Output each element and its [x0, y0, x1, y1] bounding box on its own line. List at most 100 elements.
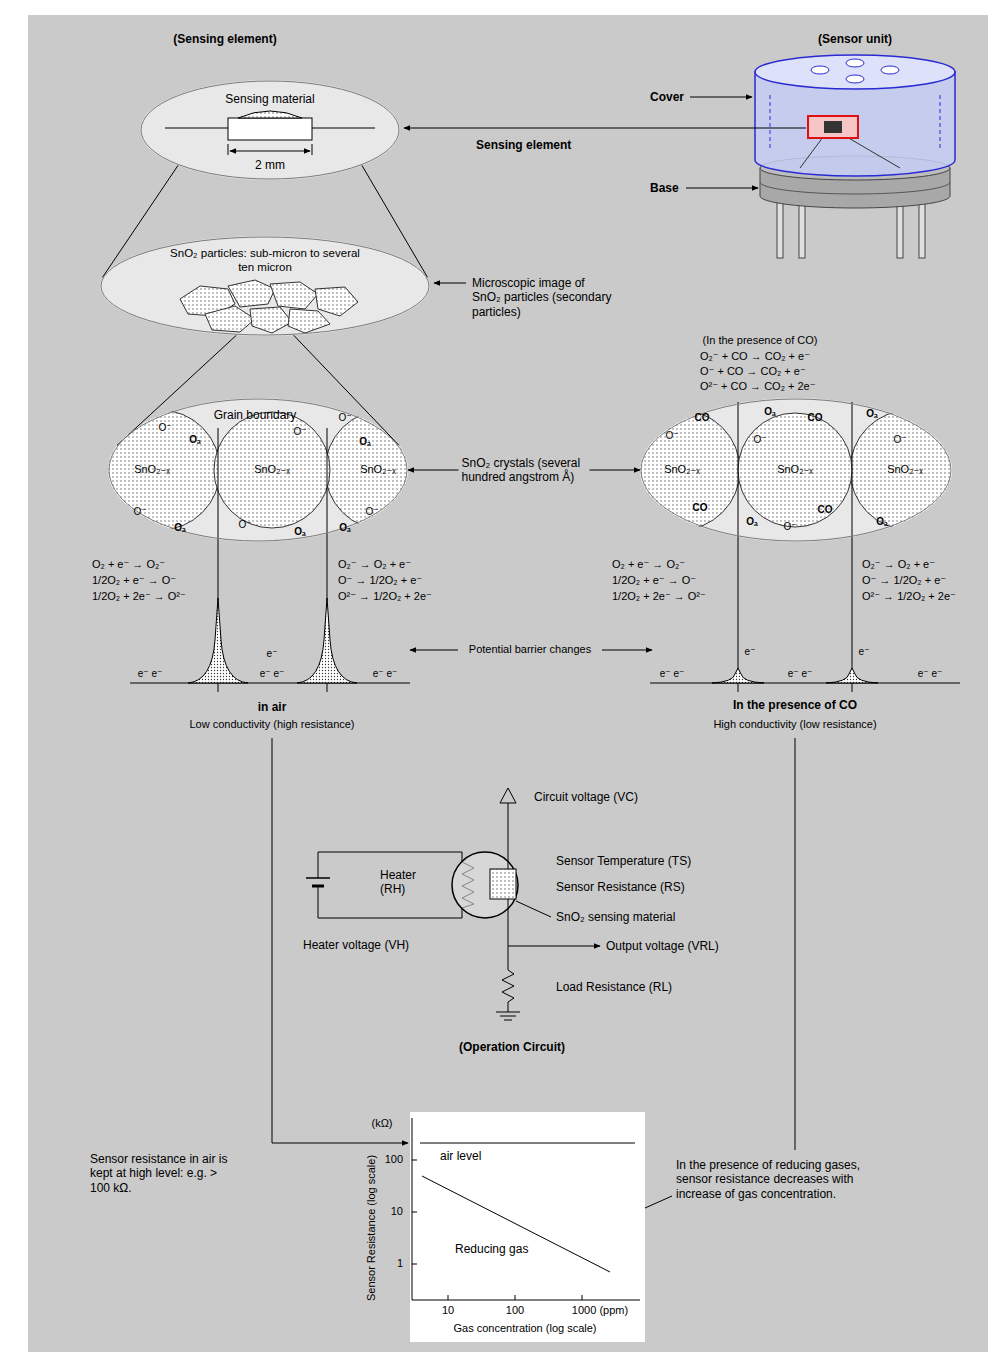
- sensing-element-detail: [165, 128, 228, 129]
- magnified-oval-outline: [101, 237, 429, 335]
- node-text: SnO₂₋ₓ: [360, 463, 396, 476]
- magnify-line: [362, 165, 428, 277]
- pointer-arrow: [404, 97, 806, 650]
- oxygen-symbol: Oₐ: [174, 522, 186, 534]
- resistance-graph: [412, 1300, 640, 1301]
- sensing-element-detail: [312, 128, 375, 129]
- crystal-oval: SnO₂₋ₓSnO₂₋ₓSnO₂₋ₓ: [640, 398, 952, 542]
- tick-label: 100: [385, 1153, 403, 1166]
- ion-symbol: O⁻: [293, 426, 306, 438]
- resistance-graph: [410, 1112, 645, 1342]
- magnified-oval: SnO₂ particles: sub-micron to several te…: [100, 236, 430, 336]
- grain-boundary-line: [738, 402, 739, 692]
- crystal-grains: [620, 410, 970, 530]
- operation-circuit: [500, 788, 516, 803]
- lead-line: [795, 738, 796, 1150]
- oxygen-symbol: Oₐ: [294, 526, 306, 538]
- crystal-grains: [850, 410, 970, 530]
- oxygen-symbol: Oₐ: [189, 434, 201, 446]
- reaction-equation: O⁻ → 1/2O₂ + e⁻: [862, 574, 946, 587]
- sensing-element-detail: [312, 144, 313, 155]
- sensing-element-detail: [230, 151, 310, 152]
- node-text: SnO₂₋ₓ: [134, 463, 170, 476]
- axis-title: Gas concentration (log scale): [453, 1322, 596, 1335]
- magnify-line: [294, 335, 399, 445]
- particle-image: [100, 236, 430, 336]
- pointer-arrow: [410, 650, 458, 651]
- pointer-arrow: [404, 128, 806, 129]
- reaction-equation: 1/2O₂ + 2e⁻ → O²⁻: [612, 590, 706, 603]
- crystal-grains: [640, 398, 952, 542]
- signal-name: Circuit voltage (VC): [534, 790, 638, 804]
- node-text: SnO₂ particles: sub-micron to several te…: [170, 247, 360, 275]
- reaction-equation: O⁻ + CO → CO₂ + e⁻: [700, 365, 806, 378]
- pointer-arrow: [690, 97, 752, 98]
- reaction-equation: O²⁻ → 1/2O₂ + 2e⁻: [338, 590, 432, 603]
- component-name: Load Resistance (RL): [556, 980, 672, 994]
- electron-symbol: e⁻: [745, 646, 756, 658]
- reaction-equation: O²⁻ → 1/2O₂ + 2e⁻: [862, 590, 956, 603]
- node-text: Grain boundary: [214, 408, 297, 422]
- pointer-arrow: [686, 188, 758, 189]
- section-heading: (Sensor unit): [818, 32, 892, 46]
- sensor-unit: [897, 200, 903, 258]
- node-text: Sensing material: [225, 92, 314, 106]
- particle-image: [288, 309, 330, 333]
- operation-circuit: [490, 869, 516, 899]
- resistance-graph: [412, 1118, 413, 1300]
- reaction-equation: O⁻ → 1/2O₂ + e⁻: [338, 574, 422, 587]
- crystal-grains: [100, 410, 445, 530]
- resistance-graph: [515, 1295, 516, 1300]
- operation-circuit: [508, 946, 600, 947]
- crystal-grains: [738, 413, 852, 527]
- oxygen-symbol: Oₐ: [359, 436, 371, 448]
- node-text: SnO₂₋ₓ: [777, 463, 813, 476]
- potential-barrier-plot: [297, 598, 357, 683]
- ion-symbol: O⁻: [238, 519, 251, 531]
- operation-circuit: [502, 970, 514, 1012]
- resistance-graph: [422, 1176, 610, 1272]
- electron-symbol: e⁻ e⁻: [138, 668, 162, 680]
- particle-image: [205, 306, 255, 332]
- resistance-graph: [420, 1143, 635, 1144]
- electron-symbol: e⁻ e⁻: [260, 668, 284, 680]
- operation-circuit: [306, 788, 600, 1020]
- callout-note: Potential barrier changes: [469, 643, 591, 656]
- reaction-equation: O₂⁻ → O₂ + e⁻: [338, 558, 411, 571]
- condition-note: (In the presence of CO): [703, 334, 818, 347]
- oxygen-symbol: Oₐ: [339, 522, 351, 534]
- particle-image: [270, 282, 318, 309]
- axis-unit: (kΩ): [371, 1117, 392, 1130]
- electron-symbol: e⁻ e⁻: [918, 668, 942, 680]
- particle-image: [180, 280, 358, 333]
- sensing-element-detail: [228, 118, 312, 140]
- tick-label: 10: [391, 1205, 403, 1218]
- sensor-unit: [881, 66, 899, 74]
- operation-circuit: [500, 1016, 516, 1017]
- particle-image: [228, 280, 275, 307]
- signal-name: Output voltage (VRL): [606, 939, 719, 953]
- grain-boundary-line: [852, 402, 853, 692]
- electron-symbol: e⁻: [267, 648, 278, 660]
- pointer-arrow: [602, 650, 652, 651]
- component-name: Heater (RH): [380, 868, 426, 897]
- sensor-unit: [777, 198, 783, 258]
- crystal-grains: [108, 398, 408, 542]
- operation-circuit: [312, 885, 324, 888]
- grain-boundary-line: [218, 402, 852, 692]
- reaction-equation: 1/2O₂ + e⁻ → O⁻: [612, 574, 696, 587]
- component-name: SnO₂ sensing material: [556, 910, 675, 924]
- sensor-unit: [811, 66, 829, 74]
- resistance-graph: [582, 1295, 583, 1300]
- ion-symbol: O⁻: [665, 430, 678, 442]
- magnified-oval: Sensing material2 mm: [140, 80, 400, 180]
- tick-label: 100: [506, 1304, 524, 1317]
- sensing-element-detail: [228, 144, 229, 155]
- potential-barrier-plot: [650, 683, 960, 684]
- oxygen-symbol: Oₐ: [764, 406, 776, 418]
- gas-symbol: CO: [808, 412, 823, 424]
- signal-name: Sensor Resistance (RS): [556, 880, 685, 894]
- part-name: Cover: [650, 90, 684, 104]
- callout-note: In the presence of reducing gases, senso…: [676, 1158, 861, 1201]
